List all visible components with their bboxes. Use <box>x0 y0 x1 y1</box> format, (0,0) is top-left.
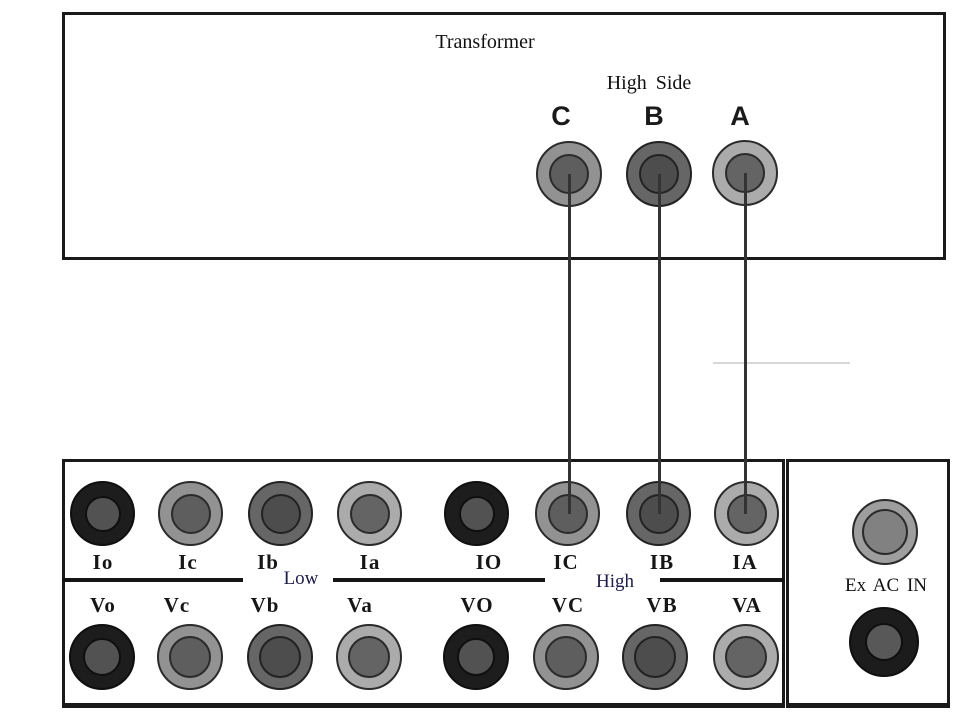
separator-line-right <box>660 578 785 582</box>
terminal-VO-core <box>457 638 495 676</box>
terminal-VC-core <box>545 636 587 678</box>
terminal-Ib <box>248 481 313 546</box>
terminal-label-VO: VO <box>460 593 494 617</box>
terminal-label-IA: IA <box>732 550 758 574</box>
terminal-Vo-core <box>83 638 121 676</box>
terminal-Vo <box>69 624 135 690</box>
separator-line-left <box>62 578 243 582</box>
terminal-Vb-core <box>259 636 301 678</box>
terminal-Va-core <box>348 636 390 678</box>
terminal-Vc-core <box>169 636 211 678</box>
terminal-label-Ia: Ia <box>359 550 381 574</box>
erased-wire-artifact-horizontal <box>713 362 850 364</box>
terminal-label-IB: IB <box>649 550 675 574</box>
terminal-label-VC: VC <box>551 593 585 617</box>
terminal-Io <box>70 481 135 546</box>
terminal-VB-core <box>634 636 676 678</box>
high-side-panel-label: High <box>596 571 634 592</box>
terminal-VA <box>713 624 779 690</box>
terminal-ex-ac-bottom <box>849 607 919 677</box>
transformer-box <box>62 12 946 260</box>
wire-C-to-IC <box>568 174 571 514</box>
terminal-label-Io: Io <box>92 550 114 574</box>
separator-line-middle <box>333 578 545 582</box>
terminal-label-IC: IC <box>553 550 579 574</box>
terminal-Io-core <box>84 495 121 532</box>
terminal-ex-ac-top <box>852 499 918 565</box>
terminal-IO-core <box>458 495 495 532</box>
transformer-title: Transformer <box>435 31 535 53</box>
terminal-Vb <box>247 624 313 690</box>
terminal-label-Va: Va <box>347 593 373 617</box>
wire-B-to-IB <box>658 174 661 514</box>
terminal-label-Vb: Vb <box>250 593 280 617</box>
terminal-ex-ac-top-core <box>862 509 908 555</box>
terminal-label-Ib: Ib <box>257 550 279 574</box>
wire-A-to-IA <box>744 173 747 514</box>
terminal-label-Vo: Vo <box>90 593 116 617</box>
terminal-Va <box>336 624 402 690</box>
low-side-label: Low <box>283 568 319 589</box>
terminal-IC-core <box>547 493 588 534</box>
terminal-label-B: B <box>644 101 664 131</box>
terminal-label-Ic: Ic <box>178 550 198 574</box>
terminal-ex-ac-bottom-core <box>865 623 903 661</box>
terminal-Ib-core <box>260 493 301 534</box>
terminal-IC <box>535 481 600 546</box>
terminal-label-Vc: Vc <box>163 593 191 617</box>
terminal-label-VA: VA <box>732 593 762 617</box>
terminal-IO <box>444 481 509 546</box>
terminal-label-A: A <box>730 101 750 131</box>
terminal-Ia <box>337 481 402 546</box>
ex-ac-in-label: Ex AC IN <box>845 575 927 596</box>
terminal-label-VB: VB <box>646 593 678 617</box>
terminal-Vc <box>157 624 223 690</box>
terminal-Ia-core <box>349 493 390 534</box>
terminal-Ic-core <box>170 493 211 534</box>
terminal-label-C: C <box>551 101 571 131</box>
terminal-label-IO: IO <box>475 550 503 574</box>
high-side-label: High Side <box>606 72 692 94</box>
terminal-Ic <box>158 481 223 546</box>
terminal-VB <box>622 624 688 690</box>
terminal-VA-core <box>725 636 767 678</box>
terminal-VC <box>533 624 599 690</box>
terminal-VO <box>443 624 509 690</box>
